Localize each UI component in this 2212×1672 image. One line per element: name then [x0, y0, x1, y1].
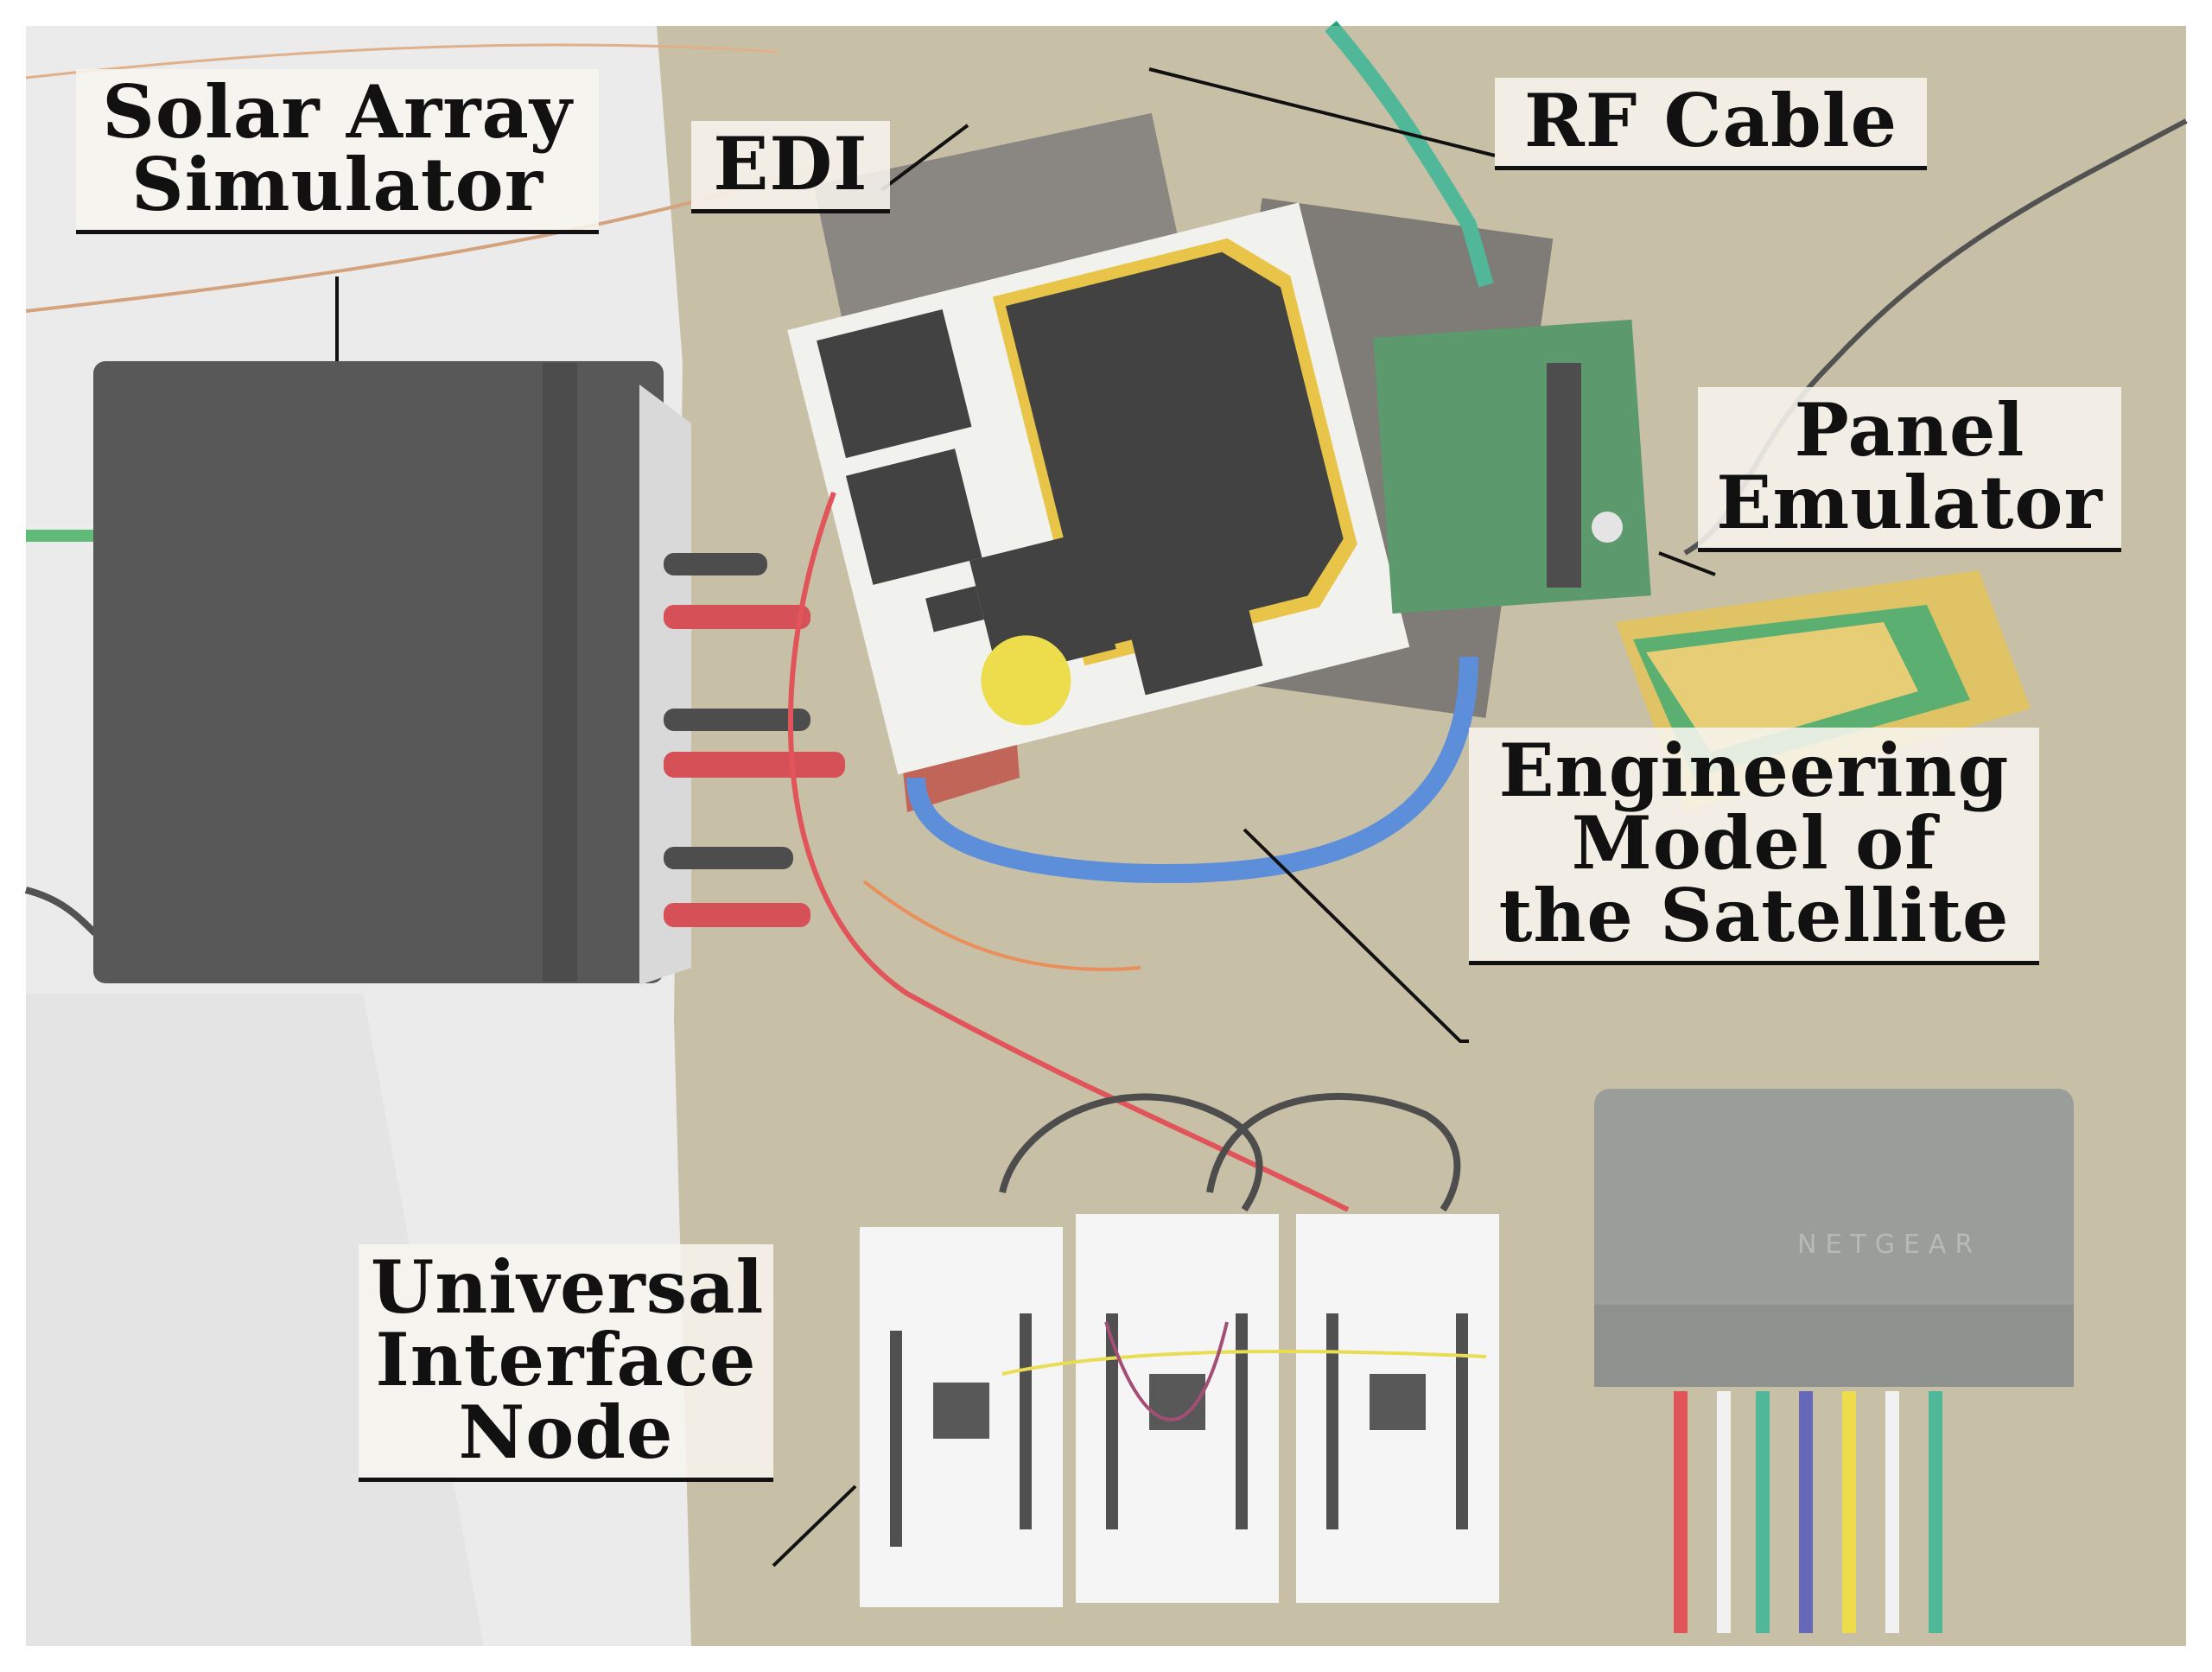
- cable-thin-2: [25, 43, 779, 79]
- network-switch: NETGEAR: [1594, 1089, 2074, 1633]
- leader-edi: [880, 124, 969, 192]
- universal-interface-node-boards: [860, 1214, 1499, 1607]
- red-wire-to-nodes: [788, 491, 1350, 1212]
- universal-interface-node-label: Universal Interface Node: [359, 1244, 773, 1482]
- leader-engineering: [1243, 828, 1469, 1043]
- black-usb-cable-2: [1206, 1092, 1461, 1212]
- leader-lines: [335, 67, 1716, 1567]
- leader-uin: [772, 1484, 857, 1567]
- switch-brand-text: NETGEAR: [1797, 1230, 1981, 1260]
- edi-label: EDI: [691, 121, 890, 213]
- cable-black-left: [25, 887, 98, 936]
- rf-cable-label: RF Cable: [1495, 78, 1927, 170]
- panel-emulator-label: Panel Emulator: [1698, 387, 2121, 552]
- solar-array-simulator-box: [93, 361, 845, 985]
- satellite-engineering-model: [787, 112, 1554, 812]
- blue-cable-loop: [906, 656, 1478, 884]
- engineering-model-label: Engineering Model of the Satellite: [1469, 728, 2039, 965]
- solar-array-simulator-label: Solar Array Simulator: [76, 69, 599, 234]
- leader-panel: [1658, 551, 1716, 576]
- orange-wire: [862, 880, 1141, 971]
- green-ethernet-cable: [1325, 21, 1494, 288]
- black-usb-cable-1: [999, 1093, 1263, 1212]
- sheet-shadow: [26, 994, 484, 1646]
- leader-rf: [1148, 67, 1496, 157]
